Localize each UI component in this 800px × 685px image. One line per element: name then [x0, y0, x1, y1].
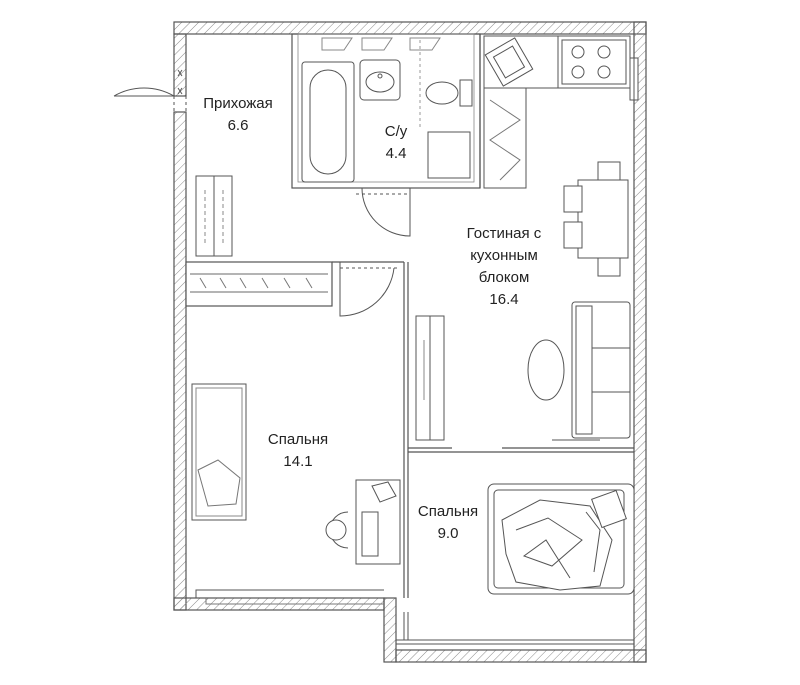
outer-walls	[173, 21, 647, 663]
kitchen-units	[483, 35, 631, 189]
wall-left-upper	[173, 33, 187, 97]
room-name-living-1: Гостиная с	[467, 225, 542, 242]
room-name-bedroom1: Спальня	[268, 431, 328, 448]
room-name-bathroom: С/у	[385, 123, 408, 140]
chair	[563, 185, 583, 213]
stove	[561, 39, 627, 85]
balcony-lines	[195, 589, 634, 645]
bathroom-door	[356, 187, 411, 237]
room-name-living-3: блоком	[479, 269, 530, 286]
bedroom2-door	[452, 439, 600, 450]
coffee-table	[527, 339, 565, 401]
sofa-group	[527, 301, 631, 439]
window-right-upper	[629, 57, 639, 101]
partition-hall-bedroom	[185, 261, 333, 307]
kitchen-cabinet-column	[483, 87, 527, 189]
bedroom1-door	[339, 261, 398, 317]
room-area-living: 16.4	[489, 291, 518, 308]
bedroom1-furniture	[191, 383, 401, 565]
bedroom2-furniture	[487, 483, 635, 595]
wall-bottom-right	[395, 649, 647, 663]
living-wardrobe	[415, 315, 445, 441]
chair	[563, 221, 583, 249]
room-labels: Прихожая 6.6 С/у 4.4 Гостиная с кухонным…	[203, 95, 542, 542]
room-name-bedroom2: Спальня	[418, 503, 478, 520]
wall-left-lower	[173, 111, 187, 611]
wall-top	[173, 21, 647, 35]
room-name-hall: Прихожая	[203, 95, 273, 112]
dining-table	[577, 179, 629, 259]
room-area-bedroom2: 9.0	[438, 525, 459, 542]
chair	[597, 257, 621, 277]
bedroom-wardrobe	[199, 277, 313, 289]
hall-wardrobe	[195, 175, 233, 257]
entry-door	[113, 60, 187, 112]
bathroom-fixtures	[301, 37, 473, 183]
chair	[597, 161, 621, 181]
room-area-hall: 6.6	[228, 117, 249, 134]
washing-machine	[427, 131, 471, 179]
room-area-bathroom: 4.4	[386, 145, 407, 162]
toilet	[425, 79, 473, 107]
room-name-living-2: кухонным	[470, 247, 538, 264]
room-area-bedroom1: 14.1	[283, 453, 312, 470]
dining-set	[563, 161, 629, 277]
wall-right	[633, 21, 647, 663]
wall-notch	[383, 597, 397, 663]
